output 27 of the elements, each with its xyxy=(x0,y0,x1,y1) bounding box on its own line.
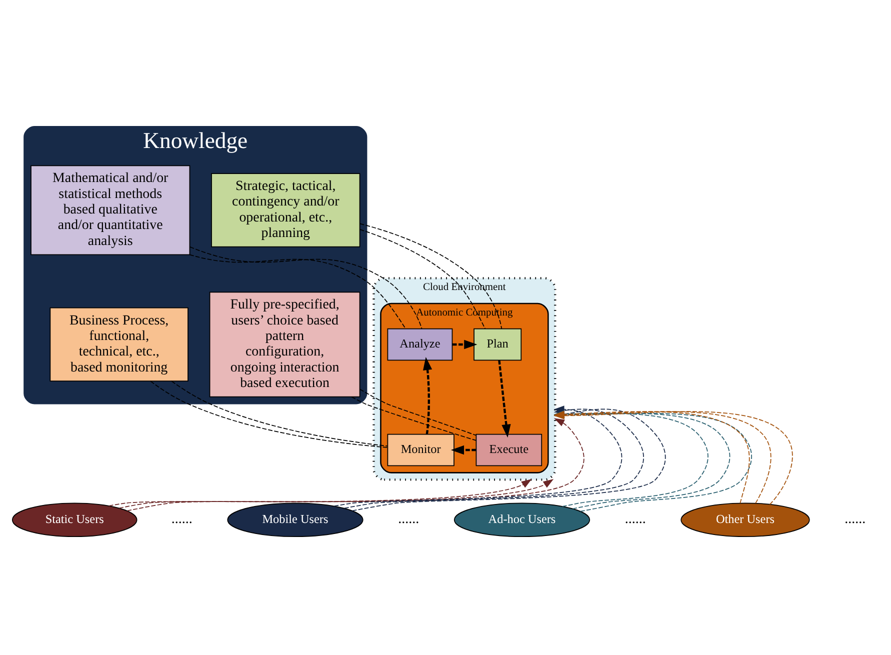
arrow xyxy=(423,356,432,434)
node-box: Plan xyxy=(474,328,522,360)
connector xyxy=(189,246,422,329)
connector xyxy=(351,396,477,440)
label: ...... xyxy=(844,512,866,527)
arrow xyxy=(126,418,584,511)
node-ellipse: Other Users xyxy=(680,502,810,537)
node-box: Fully pre-specified, users’ choice based pattern configuration, ongoing interaction based execution xyxy=(209,291,360,397)
arrow xyxy=(498,360,511,438)
connector xyxy=(360,222,502,329)
node-box: Strategic, tactical, contingency and/or operational, etc., planning xyxy=(211,172,360,247)
node-box: Mathematical and/or statistical methods based qualitative and/or quantitative analysis xyxy=(30,164,190,255)
node-box: Business Process, functional, technical, etc., based monitoring xyxy=(50,306,188,382)
node-ellipse: Static Users xyxy=(12,502,138,537)
connector xyxy=(189,254,406,329)
node-ellipse: Mobile Users xyxy=(227,502,364,537)
label: ...... xyxy=(398,512,420,527)
node-box: Execute xyxy=(476,433,542,466)
label: ...... xyxy=(624,512,646,527)
label: ...... xyxy=(171,512,192,527)
connector xyxy=(359,228,486,329)
node-box: Analyze xyxy=(387,328,453,360)
arrow xyxy=(452,339,478,349)
connector xyxy=(359,388,477,436)
arrow xyxy=(450,444,476,454)
node-box: Monitor xyxy=(387,433,454,466)
node-ellipse: Ad-hoc Users xyxy=(454,502,590,537)
